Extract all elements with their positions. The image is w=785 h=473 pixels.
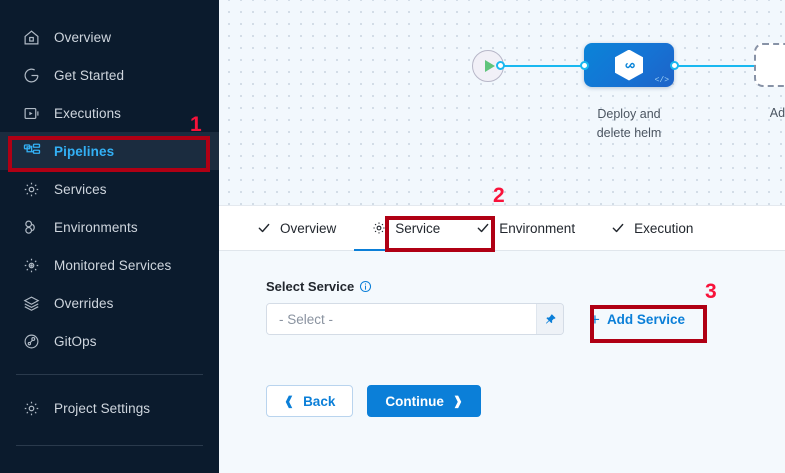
tab-label: Execution bbox=[634, 220, 694, 236]
sidebar-item-label: Get Started bbox=[54, 67, 125, 83]
connector-port[interactable] bbox=[670, 61, 679, 70]
sidebar-item-overrides[interactable]: Overrides bbox=[0, 284, 219, 322]
tab-service[interactable]: Service bbox=[354, 205, 459, 252]
executions-icon bbox=[22, 104, 41, 123]
select-service-label: Select Service bbox=[266, 279, 355, 294]
connector-port[interactable] bbox=[496, 61, 505, 70]
continue-button[interactable]: Continue ❱ bbox=[367, 385, 481, 417]
sidebar-divider-bottom bbox=[16, 445, 203, 446]
code-icon: </> bbox=[654, 76, 669, 85]
monitored-services-icon bbox=[22, 256, 41, 275]
sidebar-item-label: Environments bbox=[54, 219, 138, 235]
get-started-icon bbox=[22, 66, 41, 85]
pipelines-icon bbox=[22, 142, 41, 161]
service-form: Select Service - Select - bbox=[219, 251, 785, 473]
continue-button-label: Continue bbox=[385, 393, 444, 409]
add-stage-button[interactable] bbox=[754, 43, 785, 87]
back-button[interactable]: ❰ Back bbox=[266, 385, 354, 417]
sidebar-item-label: Overview bbox=[54, 29, 112, 45]
sidebar-item-project-settings[interactable]: Project Settings bbox=[0, 389, 219, 427]
tab-label: Overview bbox=[280, 220, 337, 236]
stage-label-line1: Deploy and bbox=[597, 107, 661, 121]
sidebar-item-label: Project Settings bbox=[54, 400, 151, 416]
form-actions: ❰ Back Continue ❱ bbox=[266, 385, 785, 417]
stage-tabs: Overview Service Environment bbox=[219, 205, 785, 252]
layers-icon bbox=[22, 294, 41, 313]
main-area: </> Deploy and delete helm Add Stage bbox=[219, 0, 785, 473]
tab-label: Service bbox=[395, 220, 441, 236]
connector-port[interactable] bbox=[580, 61, 589, 70]
select-service-label-row: Select Service bbox=[266, 279, 785, 294]
add-service-button[interactable]: + Add Service bbox=[590, 311, 685, 328]
plus-icon: + bbox=[590, 309, 600, 329]
play-icon bbox=[484, 60, 495, 72]
sidebar-item-executions[interactable]: Executions bbox=[0, 94, 219, 132]
sidebar-item-label: Monitored Services bbox=[54, 257, 172, 273]
home-icon bbox=[22, 28, 41, 47]
gitops-icon bbox=[22, 332, 41, 351]
sidebar-item-get-started[interactable]: Get Started bbox=[0, 56, 219, 94]
connector-wire bbox=[674, 65, 754, 67]
tab-label: Environment bbox=[499, 220, 576, 236]
gear-icon bbox=[22, 399, 41, 418]
gear-icon bbox=[22, 180, 41, 199]
stage-label-line2: delete helm bbox=[596, 126, 662, 140]
sidebar-divider-top bbox=[16, 374, 203, 375]
pin-button[interactable] bbox=[536, 304, 563, 334]
tab-overview[interactable]: Overview bbox=[239, 205, 354, 251]
stage-label: Deploy and delete helm bbox=[559, 105, 699, 143]
chevron-right-icon: ❱ bbox=[452, 394, 463, 408]
select-service-input[interactable]: - Select - bbox=[267, 304, 536, 334]
check-icon bbox=[611, 221, 625, 235]
select-service-row: - Select - + Add Service bbox=[266, 303, 785, 335]
add-stage-label: Add Stage bbox=[769, 106, 785, 120]
add-service-label: Add Service bbox=[606, 311, 685, 327]
check-icon bbox=[476, 221, 490, 235]
check-icon bbox=[257, 221, 271, 235]
sidebar-item-services[interactable]: Services bbox=[0, 170, 219, 208]
sidebar-item-label: Executions bbox=[54, 105, 122, 121]
sidebar-item-environments[interactable]: Environments bbox=[0, 208, 219, 246]
sidebar: Overview Get Started Executions bbox=[0, 0, 219, 473]
pipeline-canvas[interactable]: </> Deploy and delete helm Add Stage bbox=[219, 0, 785, 205]
sidebar-item-overview[interactable]: Overview bbox=[0, 18, 219, 56]
tab-execution[interactable]: Execution bbox=[593, 205, 711, 251]
environments-icon bbox=[22, 218, 41, 237]
sidebar-item-label: GitOps bbox=[54, 333, 97, 349]
back-button-label: Back bbox=[303, 393, 336, 409]
sidebar-item-label: Pipelines bbox=[54, 143, 115, 159]
sidebar-item-label: Overrides bbox=[54, 295, 114, 311]
sidebar-item-pipelines[interactable]: Pipelines bbox=[0, 132, 219, 170]
sidebar-item-gitops[interactable]: GitOps bbox=[0, 322, 219, 360]
gear-icon bbox=[372, 221, 386, 235]
helm-hexagon-icon bbox=[615, 49, 643, 81]
connector-wire bbox=[498, 65, 584, 67]
select-service-control[interactable]: - Select - bbox=[266, 303, 564, 335]
sidebar-item-label: Services bbox=[54, 181, 107, 197]
pipeline-stage-node[interactable]: </> bbox=[584, 43, 674, 87]
sidebar-item-monitored-services[interactable]: Monitored Services bbox=[0, 246, 219, 284]
info-icon[interactable] bbox=[359, 280, 372, 293]
chevron-left-icon: ❰ bbox=[284, 394, 295, 408]
tab-environment[interactable]: Environment bbox=[458, 205, 593, 251]
